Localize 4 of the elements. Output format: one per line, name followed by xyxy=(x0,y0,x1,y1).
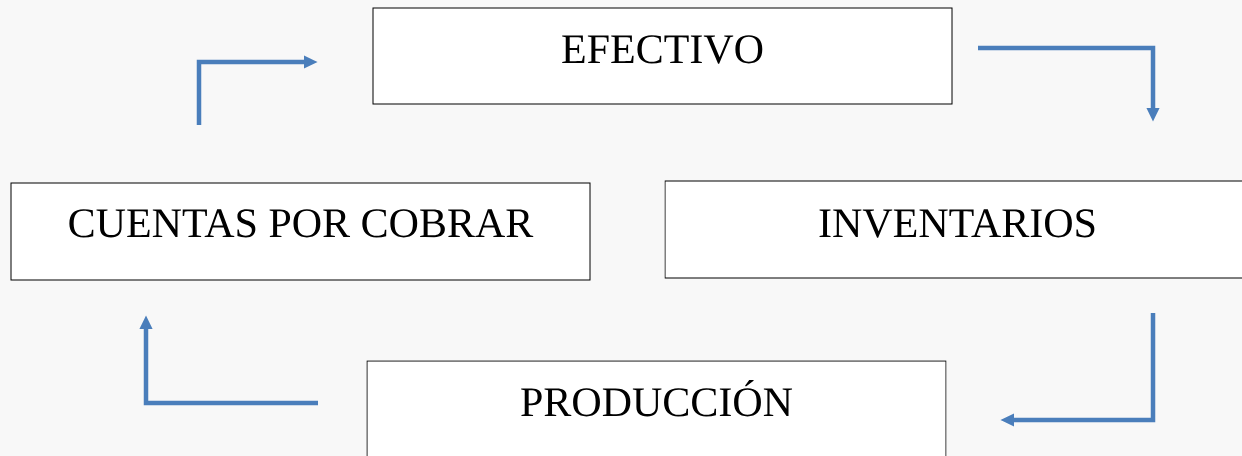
process-box: PRODUCCIÓN xyxy=(366,360,947,456)
process-box: INVENTARIOS xyxy=(664,180,1242,279)
process-box: EFECTIVO xyxy=(372,7,953,105)
process-box: CUENTAS POR COBRAR xyxy=(10,182,591,281)
